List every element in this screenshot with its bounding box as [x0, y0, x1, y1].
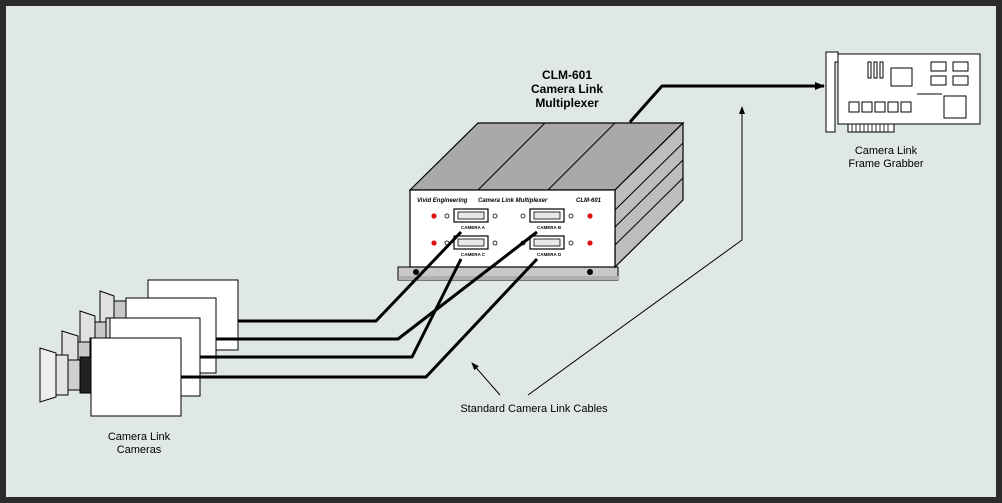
port-camera-d: CAMERA D [520, 235, 574, 257]
multiplexer-title-line1: CLM-601 [542, 68, 592, 82]
led-c [431, 240, 437, 246]
camera-4 [39, 337, 182, 417]
multiplexer-front [409, 189, 616, 268]
faceplate-brand: Vivid Engineering [417, 198, 468, 204]
callout-line-left [471, 362, 501, 396]
cable-callouts [471, 106, 745, 396]
cable-camera-c [200, 258, 463, 359]
port-camera-b: CAMERA B [520, 208, 574, 230]
port-camera-c: CAMERA C [444, 235, 498, 257]
port-label-b: CAMERA B [537, 225, 562, 230]
led-d [587, 240, 593, 246]
camera-stack [39, 279, 239, 417]
port-camera-a: CAMERA A [444, 208, 498, 230]
callout-line-right [527, 106, 745, 396]
frame-grabber-card [825, 51, 981, 133]
cables-label: Standard Camera Link Cables [460, 403, 608, 415]
mount-hole-left [413, 269, 419, 275]
grabber-label-line1: Camera Link [855, 145, 918, 157]
cable-camera-d [181, 257, 539, 379]
camera-cables [181, 230, 539, 379]
faceplate-model: CLM-601 [576, 198, 602, 204]
cable-camera-b [216, 230, 538, 341]
port-label-d: CAMERA D [537, 252, 562, 257]
cable-camera-a [238, 230, 463, 323]
grabber-label-line2: Frame Grabber [848, 158, 924, 170]
port-label-a: CAMERA A [461, 225, 486, 230]
multiplexer-title: CLM-601 Camera Link Multiplexer [531, 68, 603, 110]
led-a [431, 213, 437, 219]
mount-hole-right [587, 269, 593, 275]
led-b [587, 213, 593, 219]
multiplexer-title-line2: Camera Link [531, 82, 603, 96]
multiplexer-title-line3: Multiplexer [535, 96, 599, 110]
faceplate-name: Camera Link Multiplexer [478, 198, 548, 204]
cameras-label-line2: Cameras [117, 444, 162, 456]
cable-to-grabber [628, 82, 825, 123]
multiplexer-box: Vivid Engineering Camera Link Multiplexe… [397, 121, 685, 281]
port-label-c: CAMERA C [461, 252, 486, 257]
cameras-label-line1: Camera Link [108, 431, 171, 443]
